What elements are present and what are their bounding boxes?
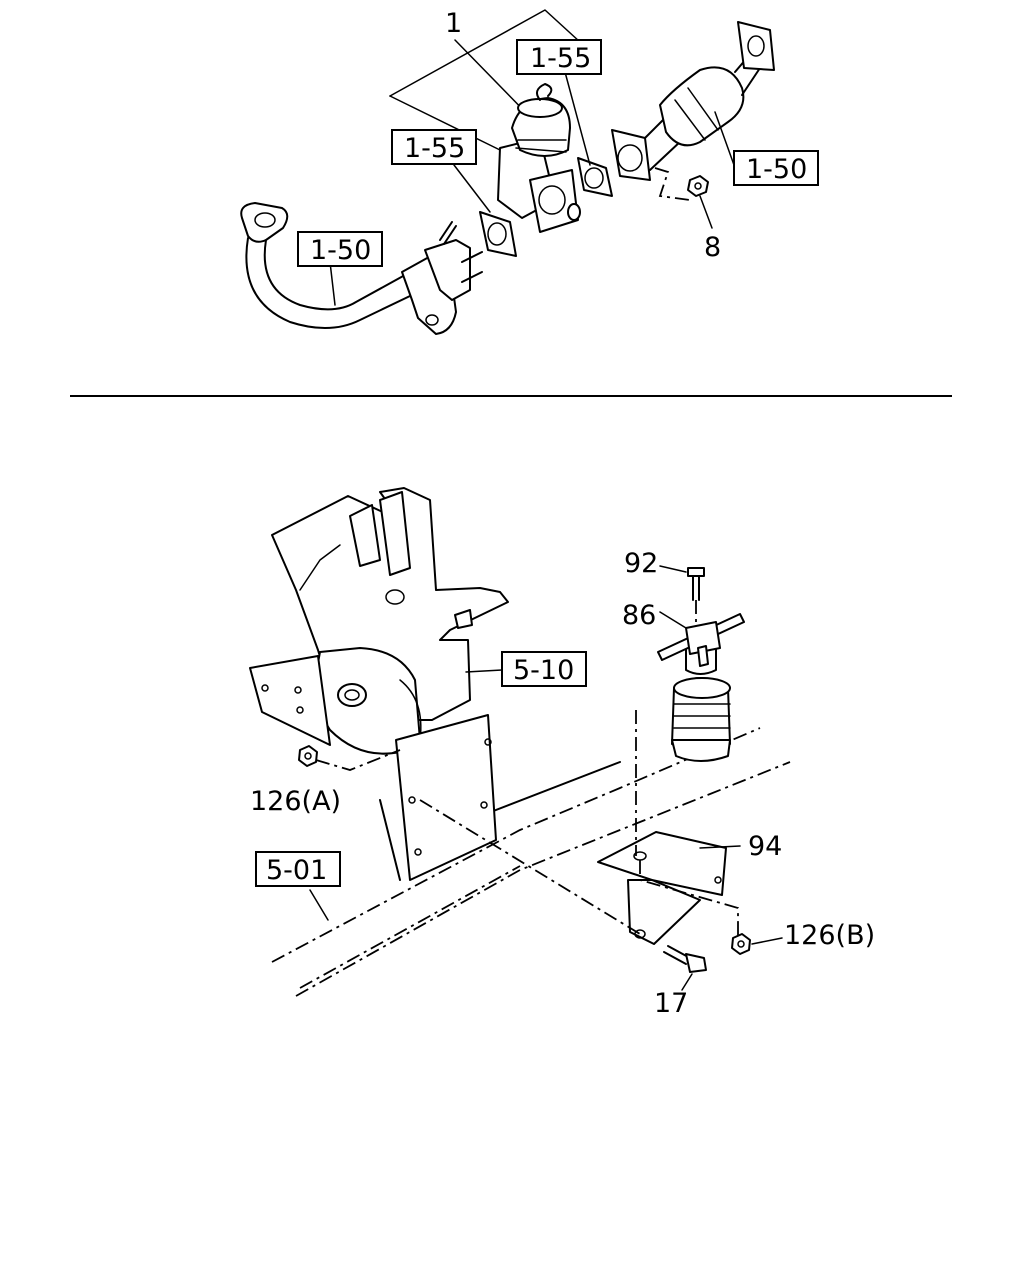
nut-126b: [731, 933, 783, 955]
mount-assembly: 92 86 94 126(A) 126(B) 17 5-10 5-01: [249, 487, 875, 1019]
front-exhaust-pipe: [240, 202, 483, 335]
nut-126a: [298, 745, 401, 771]
ref-1-55-top-text: 1-55: [530, 43, 591, 74]
ref-box-1-50-right[interactable]: 1-50: [733, 150, 819, 186]
frame-bracket: [379, 714, 497, 881]
ref-1-55-left-text: 1-55: [404, 133, 465, 164]
filter-tank: [657, 613, 745, 762]
callout-94: 94: [748, 831, 782, 862]
leader-1-55-top: [564, 71, 591, 166]
ref-box-1-55-left[interactable]: 1-55: [391, 129, 477, 165]
callout-92: 92: [624, 548, 658, 579]
callout-1: 1: [445, 8, 462, 39]
ref-5-01-text: 5-01: [266, 855, 327, 886]
ref-box-1-50-left[interactable]: 1-50: [297, 231, 383, 267]
leader-1-50-right: [714, 111, 735, 166]
callout-17: 17: [654, 988, 688, 1019]
ref-box-5-01[interactable]: 5-01: [255, 851, 341, 887]
callout-8: 8: [704, 232, 721, 263]
gasket-left: [479, 211, 517, 257]
ref-box-1-55-top[interactable]: 1-55: [516, 39, 602, 75]
leader-94: [699, 845, 741, 849]
leader-5-01: [309, 889, 329, 921]
mount-side-plate: [249, 655, 331, 746]
exhaust-brake-valve: [497, 83, 581, 233]
leader-1-50-left: [329, 261, 336, 306]
bracket-94: [419, 710, 739, 945]
nut-8: [687, 175, 713, 229]
leader-1-55-left: [453, 164, 491, 213]
bolt-17: [663, 945, 707, 991]
exhaust-assembly: 1 8 1-55 1-55 1-50 1-50: [240, 8, 819, 335]
bolt-92: [659, 565, 705, 626]
callout-126a: 126(A): [250, 786, 341, 817]
ref-5-10-text: 5-10: [513, 655, 574, 686]
ref-box-5-10[interactable]: 5-10: [501, 651, 587, 687]
gasket-right: [577, 157, 613, 197]
ref-1-50-right-text: 1-50: [746, 154, 807, 185]
leader-86: [659, 611, 687, 629]
callout-86: 86: [622, 600, 656, 631]
rear-exhaust-pipe: [611, 21, 775, 201]
leader-5-10: [465, 669, 503, 673]
callout-126b: 126(B): [784, 920, 875, 951]
ref-1-50-left-text: 1-50: [310, 235, 371, 266]
